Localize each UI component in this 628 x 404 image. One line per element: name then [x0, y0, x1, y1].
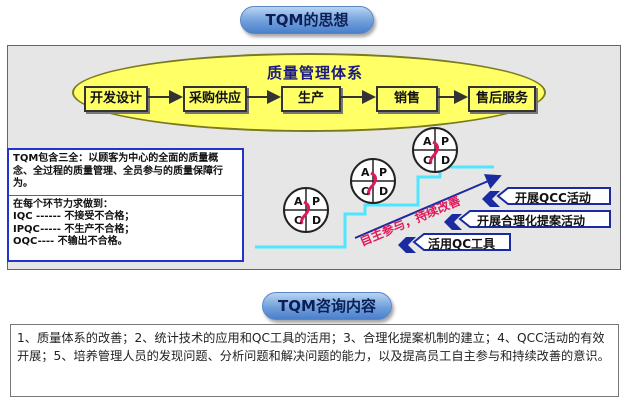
pdca-letters: A P C D A P C D A P C D — [294, 135, 450, 227]
wheel1-p: P — [312, 195, 320, 208]
improvement-arrow — [354, 174, 502, 239]
principle-oqc: OQC---- 不输出不合格。 — [13, 236, 128, 247]
wheel3-p: P — [441, 135, 449, 148]
principle-ipqc: IPQC----- 不生产不合格； — [13, 223, 135, 235]
wheel2-c: C — [361, 185, 369, 198]
principles-box: TQM包含三全：以顾客为中心的全面的质量概念、全过程的质量管理、全员参与的质量保… — [7, 148, 244, 262]
consulting-text: 1、质量体系的改善；2、统计技术的应用和QC工具的活用；3、合理化提案机制的建立… — [17, 331, 610, 363]
pdca-wheel-3 — [412, 127, 458, 173]
step-production: 生产 — [281, 86, 341, 112]
activity-arrows — [398, 187, 611, 253]
activity-proposal: 开展合理化提案活动 — [477, 214, 586, 228]
principle-iqc: IQC ------ 不接受不合格； — [13, 211, 135, 222]
wheel1-d: D — [312, 214, 321, 227]
consulting-pill: TQM咨询内容 — [262, 292, 392, 320]
pdca-wheel-2 — [350, 158, 396, 204]
qms-title: 质量管理体系 — [266, 64, 363, 82]
wheel3-d: D — [441, 154, 450, 167]
wheel1-a: A — [294, 195, 303, 208]
consulting-content-box: 1、质量体系的改善；2、统计技术的应用和QC工具的活用；3、合理化提案机制的建立… — [10, 324, 619, 397]
title-pill: TQM的思想 — [240, 6, 374, 34]
activity-qc-tools: 活用QC工具 — [428, 237, 496, 251]
wheel1-c: C — [294, 214, 302, 227]
activity-qcc: 开展QCC活动 — [515, 191, 591, 205]
step-purchase: 采购供应 — [183, 86, 247, 112]
principles-heading: 在每个环节力求做到： — [13, 198, 113, 210]
principles-detail: 在每个环节力求做到： IQC ------ 不接受不合格； IPQC----- … — [9, 196, 242, 252]
principles-summary: TQM包含三全：以顾客为中心的全面的质量概念、全过程的质量管理、全员参与的质量保… — [9, 150, 242, 196]
pdca-wheel-1 — [283, 187, 329, 233]
step-service: 售后服务 — [468, 86, 536, 112]
wheel3-a: A — [423, 135, 432, 148]
step-sales: 销售 — [376, 86, 438, 112]
wheel3-c: C — [423, 154, 431, 167]
wheel2-a: A — [361, 166, 370, 179]
step-design: 开发设计 — [84, 86, 148, 112]
wheel2-d: D — [379, 185, 388, 198]
wheel2-p: P — [379, 166, 387, 179]
